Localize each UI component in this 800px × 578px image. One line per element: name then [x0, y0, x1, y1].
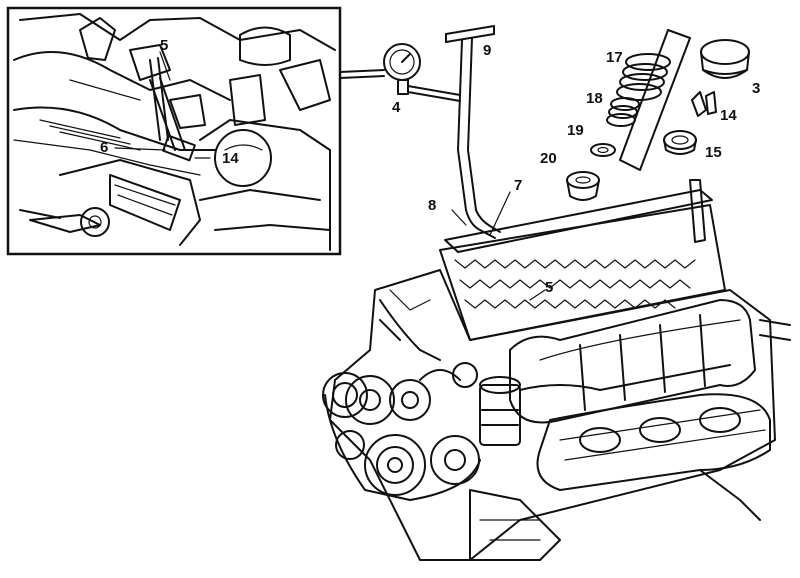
- valve-stem-seal: [566, 171, 600, 201]
- inner-valve-spring: [606, 97, 640, 127]
- inset-spring-tool: [149, 77, 272, 187]
- callout-20: 20: [540, 150, 557, 167]
- valve-spring-lever-tool: 9: [445, 25, 501, 239]
- outer-valve-spring: [616, 53, 671, 101]
- callout-17: 17: [606, 49, 623, 66]
- compressed-air-gauge: 4: [339, 43, 461, 116]
- parts-divider-bar: [619, 29, 691, 171]
- callout-19: 19: [567, 122, 584, 139]
- engine-block: [322, 179, 791, 561]
- front-pulleys: [322, 369, 481, 501]
- inset-callout-14: 14: [222, 150, 239, 167]
- inset-frame: [6, 6, 342, 256]
- inset-callout-6: 6: [100, 139, 108, 156]
- valve-cap-3: [700, 39, 750, 79]
- callout-15: 15: [705, 144, 722, 161]
- spring-retainer-15: [663, 130, 697, 155]
- spring-seat-19: [590, 143, 616, 157]
- callout-7: 7: [514, 177, 522, 194]
- engine-callouts: 8 7 5: [428, 177, 553, 301]
- callout-14: 14: [720, 107, 737, 124]
- valve-parts-exploded: 17 18 19 20 3 14 15: [540, 29, 760, 201]
- inset-detail-panel: 5 6 14: [6, 6, 342, 256]
- inset-valve-seal-disc: [214, 129, 272, 187]
- callout-5: 5: [545, 279, 553, 296]
- callout-9: 9: [483, 42, 491, 59]
- callout-4: 4: [392, 99, 401, 116]
- valve-keepers-14: [691, 91, 717, 117]
- inset-callout-5: 5: [160, 37, 168, 54]
- callout-8: 8: [428, 197, 436, 214]
- callout-18: 18: [586, 90, 603, 107]
- inset-cylinder-head: [13, 13, 336, 251]
- callout-3: 3: [752, 80, 760, 97]
